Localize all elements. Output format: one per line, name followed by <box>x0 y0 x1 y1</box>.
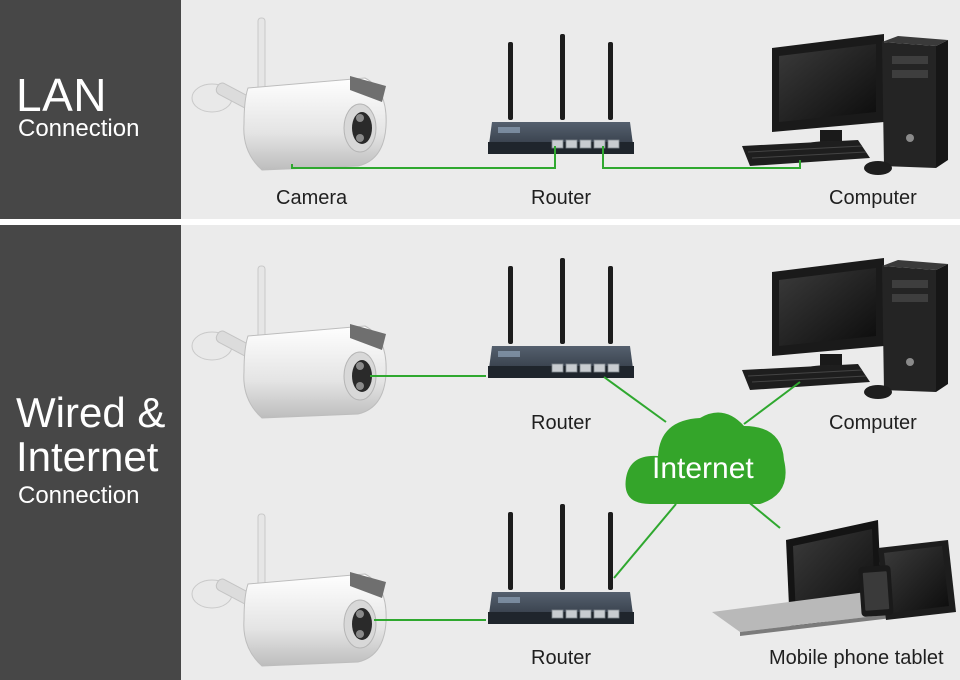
lan-section-header: LAN Connection <box>0 0 181 219</box>
section-divider <box>0 219 960 225</box>
internet-cloud-icon <box>625 412 786 504</box>
lan-router-icon <box>487 33 635 155</box>
wired-computer-label: Computer <box>829 412 917 434</box>
internet-cloud-label: Internet <box>652 452 754 485</box>
lan-router-computer-cable <box>602 146 801 169</box>
lan-camera-router-cable <box>291 146 556 169</box>
wired-router-top-icon <box>487 257 635 379</box>
lan-title: LAN <box>16 69 107 121</box>
mobile-devices-icon <box>712 520 956 636</box>
lan-router-label: Router <box>531 187 592 209</box>
wired-router-bottom-label: Router <box>531 647 592 669</box>
wired-router-top-label: Router <box>531 412 592 434</box>
wired-title-line1: Wired & <box>16 389 166 436</box>
mobile-devices-label: Mobile phone tablet <box>769 647 944 669</box>
wired-router-bottom-icon <box>487 503 635 625</box>
lan-subtitle: Connection <box>18 115 140 142</box>
wired-subtitle: Connection <box>18 482 140 509</box>
lan-camera-icon <box>191 17 387 171</box>
lan-camera-label: Camera <box>276 187 348 209</box>
internet-links <box>603 376 801 579</box>
wired-camera-bottom-icon <box>191 513 387 667</box>
lan-computer-icon <box>741 33 949 176</box>
wired-title-line2: Internet <box>16 433 159 480</box>
wired-section-header: Wired & Internet Connection <box>0 225 181 680</box>
wired-camera-top-icon <box>191 265 387 419</box>
lan-computer-label: Computer <box>829 187 917 209</box>
wired-computer-icon <box>741 257 949 400</box>
